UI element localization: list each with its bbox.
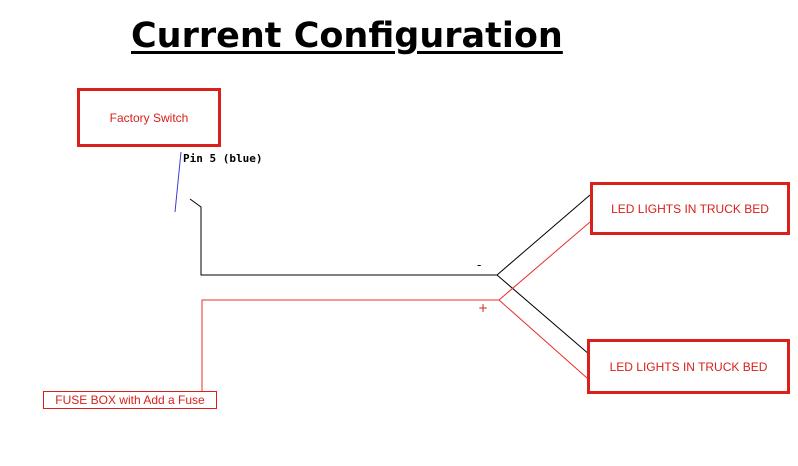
negative-wire — [189, 198, 497, 276]
positive-branch-lower — [498, 299, 588, 379]
pin-label: Pin 5 (blue) — [183, 152, 263, 165]
diagram-title: Current Configuration — [131, 16, 563, 56]
factory-switch-box: Factory Switch — [77, 88, 221, 147]
negative-branch-upper — [496, 194, 591, 276]
led-lights-label-lower: LED LIGHTS IN TRUCK BED — [609, 359, 768, 374]
positive-wire — [201, 299, 499, 391]
fuse-box-label: FUSE BOX with Add a Fuse — [55, 393, 205, 407]
factory-switch-label: Factory Switch — [109, 110, 189, 125]
negative-label: - — [477, 258, 482, 272]
pin-wire — [174, 151, 182, 213]
led-lights-box-upper: LED LIGHTS IN TRUCK BED — [590, 182, 790, 235]
negative-branch-lower — [496, 274, 591, 356]
fuse-box: FUSE BOX with Add a Fuse — [43, 391, 217, 409]
positive-label: + — [478, 301, 489, 315]
positive-branch-upper — [498, 221, 591, 301]
led-lights-label-upper: LED LIGHTS IN TRUCK BED — [611, 201, 769, 216]
led-lights-box-lower: LED LIGHTS IN TRUCK BED — [587, 339, 790, 394]
